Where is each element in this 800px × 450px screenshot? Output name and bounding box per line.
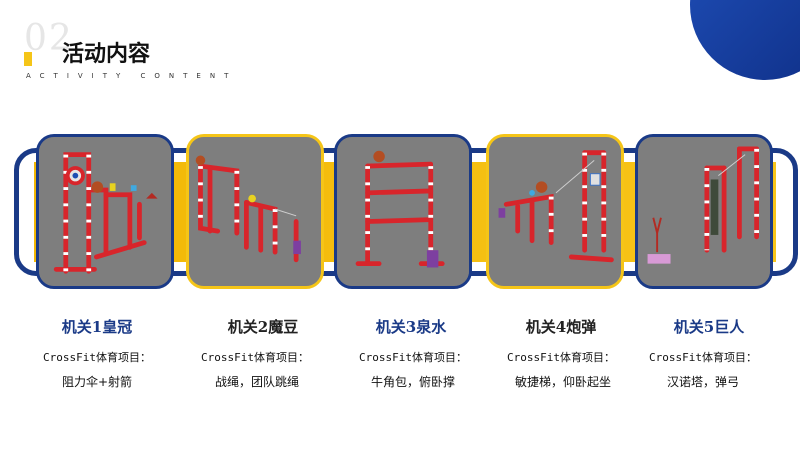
title-accent-bar <box>24 52 32 66</box>
level-1-items: 阻力伞+射箭 <box>61 375 133 389</box>
level-2-image <box>189 137 321 286</box>
level-card-4 <box>486 134 624 289</box>
level-5-image <box>638 137 770 286</box>
level-1-name: 机关1皇冠 <box>61 318 133 336</box>
level-2-category: CrossFit体育项目： <box>201 351 309 364</box>
page-title: 活动内容 <box>62 41 151 67</box>
level-3-name: 机关3泉水 <box>375 318 447 336</box>
level-2-name: 机关2魔豆 <box>227 318 299 336</box>
level-5-items: 汉诺塔，弹弓 <box>666 375 739 389</box>
level-1-category: CrossFit体育项目： <box>43 351 151 364</box>
section-number: 02 <box>24 18 74 59</box>
level-card-3 <box>334 134 472 289</box>
level-card-2 <box>186 134 324 289</box>
corner-decoration <box>690 0 800 80</box>
level-1-image <box>39 137 171 286</box>
level-5-category: CrossFit体育项目： <box>649 351 757 364</box>
level-card-5 <box>635 134 773 289</box>
level-2-items: 战绳，团队跳绳 <box>214 375 299 389</box>
level-4-image <box>489 137 621 286</box>
level-5-name: 机关5巨人 <box>673 318 745 336</box>
level-4-items: 敏捷梯，仰卧起坐 <box>514 375 611 389</box>
level-3-items: 牛角包，俯卧撑 <box>370 375 455 389</box>
level-card-1 <box>36 134 174 289</box>
level-3-image <box>337 137 469 286</box>
level-4-name: 机关4炮弹 <box>525 318 597 336</box>
level-3-category: CrossFit体育项目： <box>359 351 467 364</box>
level-4-category: CrossFit体育项目： <box>507 351 615 364</box>
page-subtitle: ACTIVITY CONTENT <box>26 72 238 80</box>
